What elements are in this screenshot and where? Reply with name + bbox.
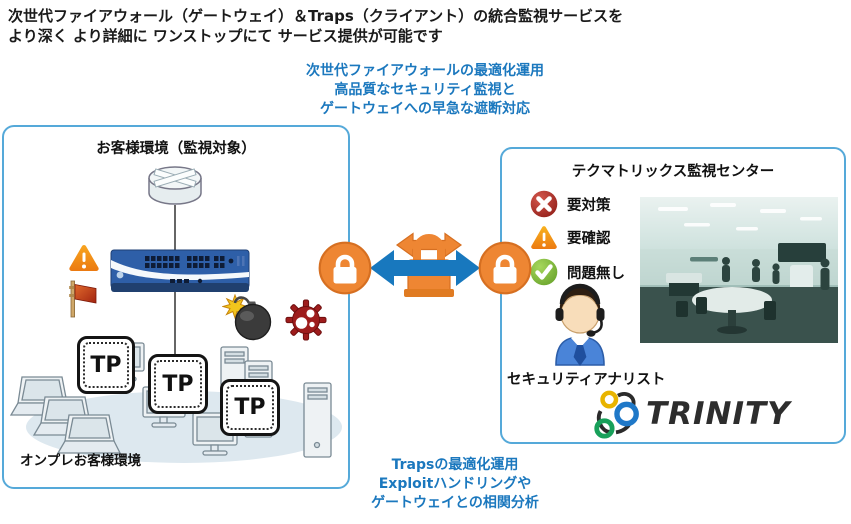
gateway-benefits-callout: 次世代ファイアウォールの最適化運用 高品質なセキュリティ監視と ゲートウェイへの… [275, 62, 575, 119]
gateway-benefit-line1: 次世代ファイアウォールの最適化運用 [306, 63, 544, 79]
gateway-lock-icon [318, 241, 372, 295]
status-label-check-required: 要確認 [567, 231, 611, 247]
x-circle-icon [530, 190, 558, 218]
monitoring-center-panel: テクマトリックス監視センター 要対策 要確認 [500, 147, 846, 444]
customer-environment-panel: お客様環境（監視対象） [2, 125, 350, 489]
alert-triangle-icon [69, 244, 99, 271]
page-title-line2: より深く より詳細に ワンストップにて サービス提供が可能です [8, 27, 443, 45]
analyst-label: セキュリティアナリスト [507, 372, 666, 388]
center-lock-icon [478, 241, 532, 295]
red-flag-icon [69, 280, 97, 318]
traps-benefit-line2: Exploitハンドリングや [378, 476, 532, 492]
monitoring-center-photo [640, 197, 838, 343]
traps-benefits-callout: Trapsの最適化運用 Exploitハンドリングや ゲートウェイとの相関分析 [305, 456, 605, 513]
status-label-no-problem: 問題無し [567, 265, 625, 282]
traps-agent-badge-3: TP [220, 379, 280, 436]
page-title: 次世代ファイアウォール（ゲートウェイ）＆Traps（クライアント）の統合監視サー… [8, 6, 728, 46]
bidirectional-arrow [370, 250, 480, 286]
traps-benefit-line1: Trapsの最適化運用 [391, 457, 519, 473]
bomb-icon [222, 294, 272, 341]
status-label-action-required: 要対策 [567, 197, 611, 214]
trinity-logo: TRINITY [590, 387, 791, 441]
monitoring-panel-title: テクマトリックス監視センター [571, 164, 775, 180]
status-row-no-problem: 問題無し [530, 258, 625, 286]
trinity-brand-name: TRINITY [646, 396, 791, 432]
traps-agent-label: TP [234, 395, 266, 420]
customer-panel-title: お客様環境（監視対象） [96, 141, 256, 157]
malware-gear-icon [285, 299, 327, 341]
check-circle-icon [530, 258, 558, 286]
warning-triangle-icon [531, 226, 557, 249]
page-title-line1: 次世代ファイアウォール（ゲートウェイ）＆Traps（クライアント）の統合監視サー… [8, 7, 624, 25]
traps-benefit-line3: ゲートウェイとの相関分析 [371, 495, 539, 511]
security-analyst-icon [555, 283, 605, 366]
traps-agent-label: TP [90, 352, 122, 378]
status-row-action-required: 要対策 [530, 190, 611, 218]
router-icon [148, 166, 202, 205]
gateway-benefit-line2: 高品質なセキュリティ監視と [334, 82, 516, 98]
onprem-environment-label: オンプレお客様環境 [20, 453, 142, 469]
trinity-rings-icon [594, 390, 639, 439]
status-row-check-required: 要確認 [530, 224, 611, 251]
traps-agent-badge-2: TP [148, 354, 208, 414]
gateway-benefit-line3: ゲートウェイへの早急な遮断対応 [320, 101, 530, 117]
firewall-appliance-icon [110, 249, 250, 292]
traps-agent-label: TP [162, 371, 194, 397]
traps-agent-badge-1: TP [77, 336, 135, 394]
